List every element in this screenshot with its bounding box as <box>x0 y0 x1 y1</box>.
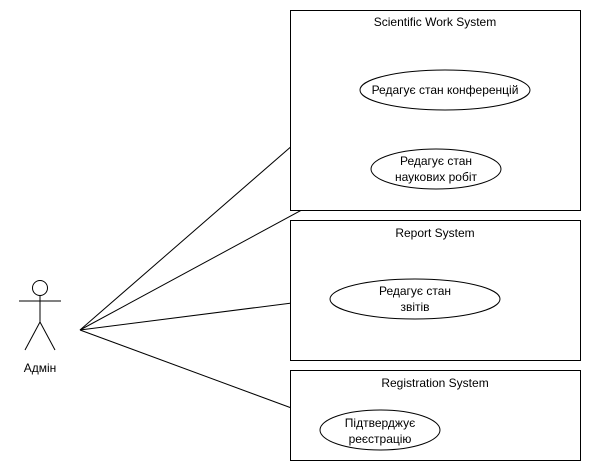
association-line-registration <box>79 329 325 421</box>
use-case-edit-conferences[interactable]: Редагує стан конференцій <box>359 69 531 111</box>
use-case-label-line-2: наукових робіт <box>395 170 478 184</box>
system-boundary-registration: Registration System Підтверджує реєстрац… <box>290 370 581 461</box>
use-case-label: Редагує стан конференцій <box>372 83 519 97</box>
use-case-label-line-1: Редагує стан <box>379 284 451 298</box>
use-case-label-line-2: звітів <box>400 300 429 314</box>
use-case-label-line-2: реєстрацію <box>349 432 412 446</box>
use-case-edit-reports[interactable]: Редагує стан звітів <box>329 278 501 320</box>
use-case-ellipse[interactable] <box>370 148 502 190</box>
actor-admin[interactable]: Адмін <box>19 280 61 376</box>
use-case-label-line-1: Редагує стан <box>400 154 472 168</box>
actor-left-leg <box>24 321 41 351</box>
use-case-ellipse[interactable] <box>359 69 531 111</box>
system-boundary-scientific-work: Scientific Work System Редагує стан конф… <box>290 10 581 211</box>
association-line-reports <box>79 297 332 331</box>
system-boundary-report: Report System Редагує стан звітів <box>290 220 581 361</box>
system-title: Scientific Work System <box>374 15 496 29</box>
use-case-ellipse[interactable] <box>319 409 441 451</box>
use-case-confirm-registration[interactable]: Підтверджує реєстрацію <box>319 409 441 451</box>
system-title: Report System <box>395 226 474 240</box>
system-title: Registration System <box>381 376 488 390</box>
actor-right-leg <box>39 321 56 351</box>
actor-name: Адмін <box>24 361 57 375</box>
use-case-edit-scientific-works[interactable]: Редагує стан наукових робіт <box>370 148 502 190</box>
use-case-ellipse[interactable] <box>329 278 501 320</box>
use-case-label-line-1: Підтверджує <box>345 416 415 430</box>
actor-head <box>32 280 48 296</box>
